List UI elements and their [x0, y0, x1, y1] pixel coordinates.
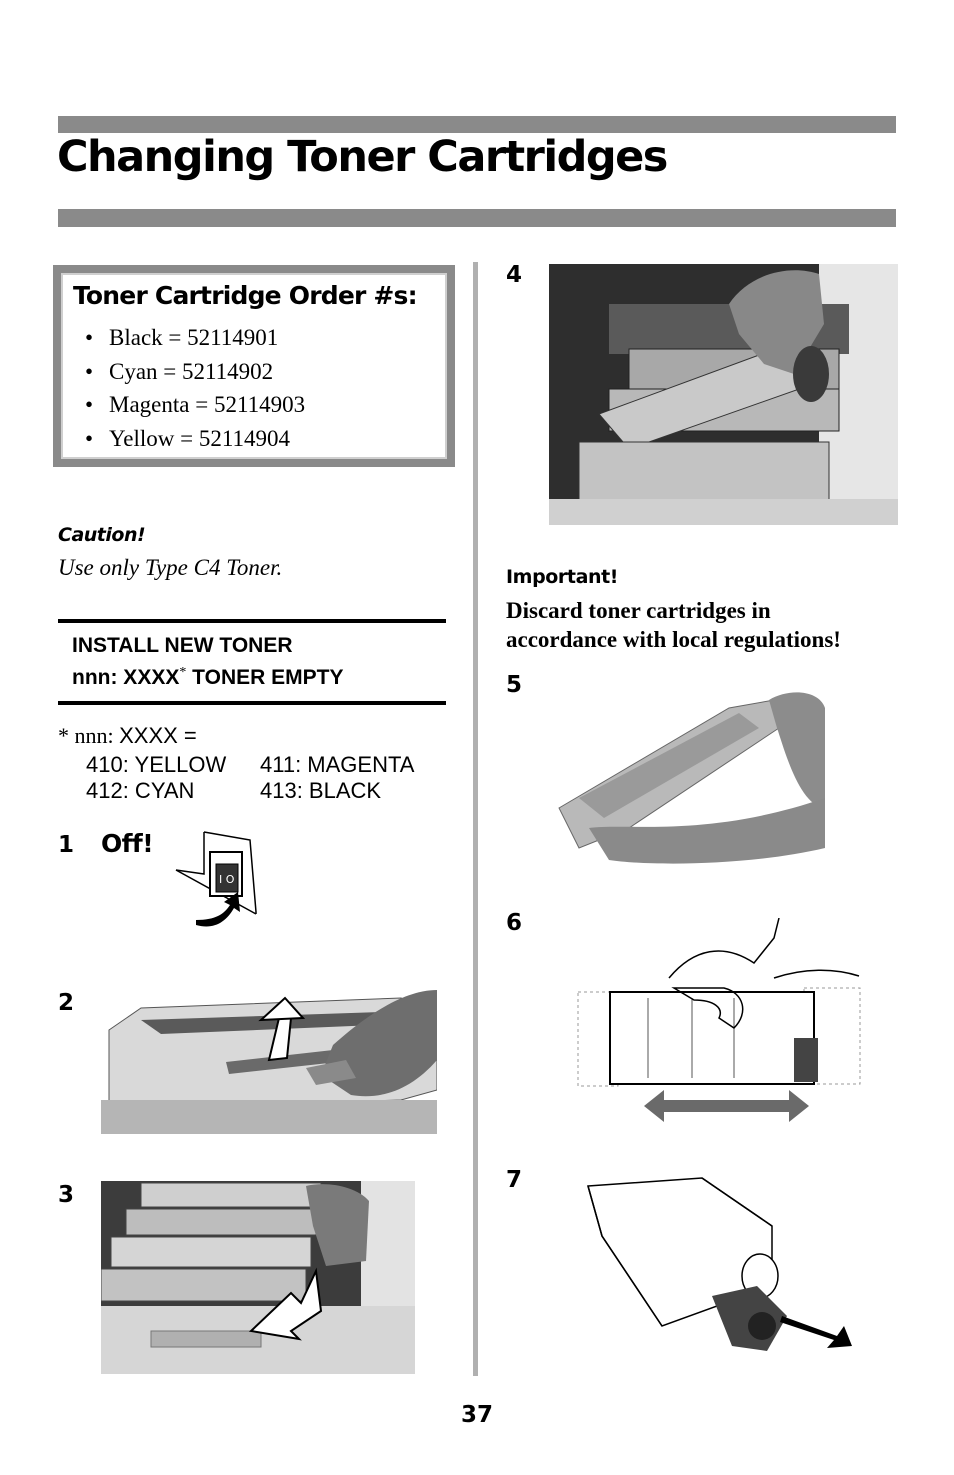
important-line-1: Discard toner cartridges in [506, 598, 771, 623]
order-item-yellow: •Yellow = 52114904 [85, 426, 291, 452]
display-line-2: nnn: XXXX* TONER EMPTY [72, 665, 344, 689]
open-top-cover-photo [101, 990, 437, 1134]
power-switch-illustration: I O [172, 830, 262, 945]
shake-cartridge-illustration [574, 918, 864, 1124]
code-cyan: 412: CYAN [86, 778, 195, 803]
important-line-2: accordance with local regulations! [506, 627, 841, 652]
display-line-1: INSTALL NEW TONER [72, 634, 293, 657]
caution-text: Use only Type C4 Toner. [58, 555, 283, 580]
step-6-number: 6 [506, 910, 523, 936]
important-heading: Important! [506, 566, 619, 588]
display-rule-top [58, 619, 446, 623]
order-item-black: •Black = 52114901 [85, 325, 279, 350]
step-7-number: 7 [506, 1167, 523, 1193]
toner-order-box: Toner Cartridge Order #s: •Black = 52114… [53, 265, 455, 467]
cartridge-in-bag-photo [549, 688, 825, 866]
column-divider [473, 262, 478, 1376]
step-2-number: 2 [58, 990, 75, 1016]
footnote-heading: * nnn: XXXX = [58, 723, 197, 748]
display-rule-bottom [58, 701, 446, 705]
order-item-cyan: •Cyan = 52114902 [85, 358, 274, 384]
step-1-number: 1 [58, 832, 75, 858]
remove-new-cartridge-photo [549, 264, 898, 525]
footnote-mark: * [179, 665, 187, 680]
page-title: Changing Toner Cartridges [57, 132, 668, 182]
remove-old-cartridge-photo [101, 1181, 415, 1374]
order-box-heading: Toner Cartridge Order #s: [73, 281, 418, 310]
code-black: 413: BLACK [260, 778, 382, 803]
step-5-number: 5 [506, 672, 523, 698]
step-4-number: 4 [506, 262, 523, 288]
page-number: 37 [460, 1402, 493, 1428]
header-rule-top [58, 116, 896, 133]
header-rule-bottom [58, 209, 896, 227]
remove-tape-illustration [582, 1176, 854, 1356]
order-list: •Black = 52114901 •Cyan = 52114902 •Mage… [85, 321, 305, 456]
step-3-number: 3 [58, 1182, 75, 1208]
step-1-label: Off! [101, 829, 154, 858]
code-magenta: 411: MAGENTA [260, 752, 415, 777]
switch-label: I O [219, 873, 235, 886]
code-yellow: 410: YELLOW [86, 752, 227, 777]
caution-heading: Caution! [58, 524, 146, 546]
order-item-magenta: •Magenta = 52114903 [85, 392, 306, 418]
